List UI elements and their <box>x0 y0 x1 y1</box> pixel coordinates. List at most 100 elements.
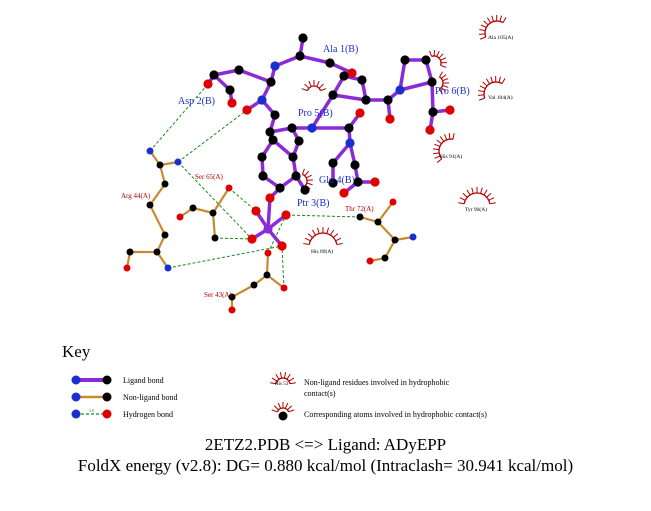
hydrogen-bond <box>281 245 285 289</box>
hydrogen-bond <box>228 187 257 212</box>
hydrophobic-arc-his89 <box>303 227 343 246</box>
hydrophobic-label-tyr90: Tyr 90(A) <box>465 206 487 213</box>
carbon-atom <box>209 70 219 80</box>
hydrophobic-atom-lash <box>301 80 327 92</box>
carbon-atom <box>209 209 217 217</box>
carbon-atom <box>270 110 280 120</box>
oxygen-atom <box>366 257 374 265</box>
carbon-atom <box>344 123 354 133</box>
oxygen-atom <box>123 264 131 272</box>
carbon-atom <box>391 236 399 244</box>
key-hydrophobic-residues-line2: contact(s) <box>304 389 336 398</box>
carbon-atom <box>146 201 154 209</box>
hydrophobic-atom-lash <box>429 49 448 68</box>
hydrophobic-label-val104: Val 104(A) <box>488 94 513 101</box>
ligand-label-glu4: Glu 4(B) <box>319 175 355 186</box>
ligand-bond <box>237 68 273 84</box>
key-legend: Ligand bond Non-ligand bond 3.0 Hydrogen… <box>71 372 487 421</box>
key-hydrophobic-arc-icon <box>270 372 296 385</box>
ligand-label-pro6: Pro 6(B) <box>435 86 470 97</box>
key-hydrophobic-residues-line1: Non-ligand residues involved in hydropho… <box>304 378 450 387</box>
oxygen-atom <box>355 108 365 118</box>
carbon-atom <box>353 177 363 187</box>
footer-pdb-ligand: 2ETZ2.PDB <=> Ligand: ADyEPP <box>204 435 447 454</box>
ligand-bond <box>266 196 272 231</box>
oxygen-atom <box>280 284 288 292</box>
ligand-bond <box>298 54 332 65</box>
oxygen-atom <box>339 188 349 198</box>
carbon-atom <box>225 85 235 95</box>
nitrogen-atom <box>174 158 182 166</box>
protein-bond <box>265 252 270 276</box>
carbon-atom <box>328 90 338 100</box>
ligand-bond <box>398 58 407 92</box>
nitrogen-atom <box>409 233 417 241</box>
oxygen-atom <box>347 68 357 78</box>
hydrophobic-arc-his91 <box>433 133 455 163</box>
protein-bond <box>149 204 166 236</box>
carbon-atom <box>374 218 382 226</box>
oxygen-atom <box>265 193 275 203</box>
carbon-atom <box>268 135 278 145</box>
carbon-atom <box>350 160 360 170</box>
nitrogen-atom <box>270 61 280 71</box>
carbon-atom <box>339 71 349 81</box>
carbon-atom <box>250 281 258 289</box>
carbon-atom <box>325 58 335 68</box>
key-hydrophobic-atom-icon <box>278 411 288 421</box>
oxygen-atom <box>228 306 236 314</box>
carbon-atom <box>161 231 169 239</box>
ligand-bond <box>331 93 368 102</box>
carbon-atom <box>153 248 161 256</box>
carbon-atom <box>427 77 437 87</box>
carbon-atom <box>228 293 236 301</box>
oxygen-atom <box>281 210 291 220</box>
protein-bond <box>212 187 230 214</box>
carbon-atom <box>275 183 285 193</box>
footer-foldx-energy: FoldX energy (v2.8): DG= 0.880 kcal/mol … <box>77 456 574 475</box>
nitrogen-atom <box>257 95 267 105</box>
oxygen-atom <box>389 198 397 206</box>
oxygen-atom <box>203 79 213 89</box>
ligand-label-asp2: Asp 2(B) <box>178 96 215 107</box>
protein-label-ser65: Ser 65(A) <box>195 173 223 181</box>
ligand-label-ala1: Ala 1(B) <box>323 44 358 55</box>
key-hbond-distance: 3.0 <box>89 408 94 413</box>
protein-bond <box>266 274 285 289</box>
protein-bond <box>377 201 394 223</box>
hydrophobic-contacts <box>301 14 507 246</box>
oxygen-atom <box>385 114 395 124</box>
carbon-atom <box>258 171 268 181</box>
ligand-label-pro5: Pro 5(B) <box>298 108 333 119</box>
protein-label-ser43: Ser 43(A) <box>204 291 232 299</box>
key-ligand-bond-label: Ligand bond <box>123 376 164 385</box>
carbon-atom <box>288 152 298 162</box>
atoms <box>123 33 455 314</box>
carbon-atom <box>189 204 197 212</box>
hydrogen-bonds <box>149 83 361 289</box>
oxygen-atom <box>227 98 237 108</box>
key-hydrophobic-example: His 53 <box>275 382 289 387</box>
oxygen-atom <box>445 105 455 115</box>
carbon-atom <box>161 180 169 188</box>
carbon-atom <box>156 161 164 169</box>
key-hbond-label: Hydrogen bond <box>123 410 173 419</box>
hydrophobic-label-his91: His 91(A) <box>440 153 462 160</box>
key-nonligand-bond-label: Non-ligand bond <box>123 393 177 402</box>
protein-label-thr72: Thr 72(A) <box>345 205 374 213</box>
nitrogen-atom <box>345 138 355 148</box>
carbon-atom <box>265 127 275 137</box>
carbon-atom <box>328 158 338 168</box>
hydrogen-bond <box>149 83 209 152</box>
nitrogen-atom <box>164 264 172 272</box>
hydrogen-bond <box>285 214 361 218</box>
hydrogen-bond <box>167 245 283 269</box>
hydrogen-bond <box>177 161 253 240</box>
oxygen-atom <box>247 234 257 244</box>
carbon-atom <box>291 171 301 181</box>
nitrogen-atom <box>146 147 154 155</box>
carbon-atom <box>381 254 389 262</box>
carbon-atom <box>428 107 438 117</box>
oxygen-atom <box>251 206 261 216</box>
ligand-bond <box>398 80 434 92</box>
